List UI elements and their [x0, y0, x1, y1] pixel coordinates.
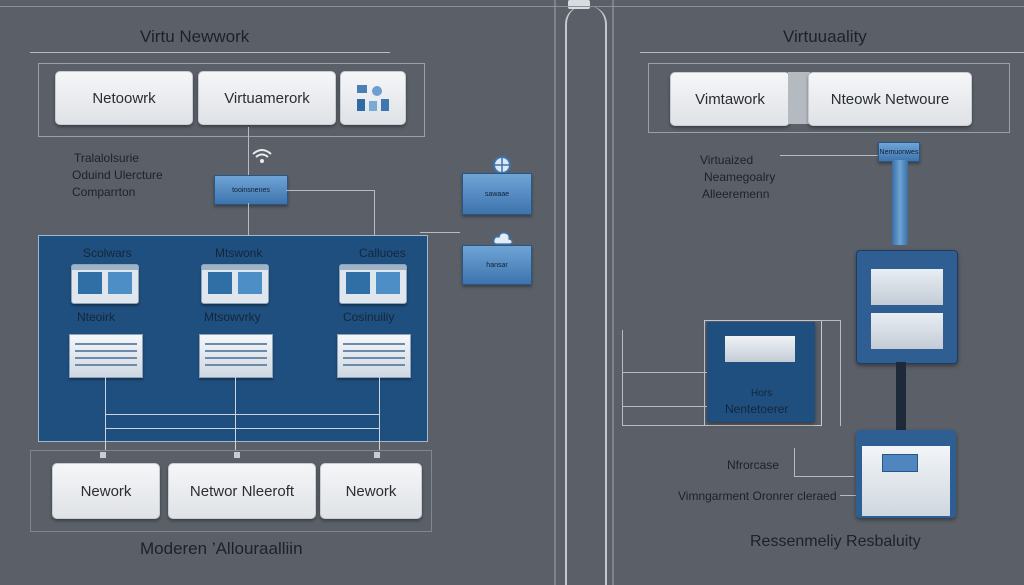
- panel-bus-2: [105, 428, 379, 429]
- workstation-3: [339, 264, 407, 304]
- server-node-2: hansar: [462, 245, 532, 285]
- server-cabinet: [856, 250, 958, 364]
- left-title: Virtu Newwork: [140, 27, 250, 46]
- top-rule: [0, 6, 1024, 7]
- storage-device: [856, 430, 956, 518]
- left-top-frame: [38, 63, 425, 137]
- node-label: hansar: [486, 261, 508, 269]
- bottom-box-3: Nework: [320, 463, 422, 519]
- network-panel: Scolwars Mtswonk Calluoes Nteoirk Mtsowv…: [38, 235, 428, 451]
- right-top-connector: [788, 72, 810, 124]
- server-rack-3: [337, 334, 411, 378]
- panel-label-3: Cosinuiliy: [343, 310, 395, 324]
- center-pipe: [565, 6, 607, 585]
- section-divider-right: [612, 0, 614, 585]
- chip-label: Nemuonwes: [879, 148, 919, 156]
- bottom-box-2: Networ Nleeroft: [168, 463, 316, 519]
- left-top-box-network: Netoowrk: [55, 71, 193, 125]
- panel-bus-1: [105, 414, 379, 415]
- server-rack-2: [199, 334, 273, 378]
- right-top-frame: [648, 63, 1010, 133]
- workstation-1: [71, 264, 139, 304]
- workstation-2: [201, 264, 269, 304]
- server-rack-1: [69, 334, 143, 378]
- storage-panel: [882, 454, 918, 472]
- right-label-a: Nfrorcase: [727, 458, 780, 472]
- host-small-label: Hors: [751, 388, 773, 399]
- host-link-3: [622, 425, 707, 426]
- right-top-box-label: Vimtawork: [695, 90, 765, 108]
- node-label: sawaae: [484, 190, 510, 198]
- panel-drop-3: [379, 376, 380, 451]
- left-bottom-frame: [30, 450, 432, 532]
- left-top-box-label: Virtuamerork: [224, 89, 310, 107]
- left-title-divider: [30, 52, 390, 53]
- hub-uplink: [248, 127, 249, 175]
- host-frame: [704, 320, 822, 426]
- left-side-label-2: Oduind Ulercture: [72, 168, 163, 182]
- panel-header-3: Calluoes: [359, 246, 406, 260]
- connector-dot-3: [374, 452, 380, 458]
- host-link-1: [622, 372, 707, 373]
- bottom-box-label: Nework: [345, 482, 397, 500]
- right-top-box-1: Vimtawork: [670, 72, 790, 126]
- left-top-box-virtual: Virtuamerork: [198, 71, 336, 125]
- panel-drop-2: [235, 376, 236, 451]
- storage-face: [862, 446, 950, 516]
- left-side-label-1: Tralalolsurie: [74, 151, 139, 165]
- connector-dot-2: [234, 452, 240, 458]
- devices-icon: [357, 85, 389, 111]
- host-label: Nentetoerer: [725, 402, 789, 416]
- right-top-box-label: Nteowk Netwoure: [830, 90, 950, 108]
- cabinet-unit-1: [871, 269, 943, 305]
- right-label-b: Vimngarment Oronrer cleraed: [678, 489, 837, 503]
- cabinet-stem: [896, 362, 906, 430]
- panel-link-right: [420, 232, 460, 233]
- pipe-cap: [568, 0, 590, 9]
- bottom-box-label: Nework: [80, 482, 132, 500]
- section-divider: [554, 0, 556, 585]
- panel-header-1: Scolwars: [83, 246, 132, 260]
- hub-label: tooinsnenes: [232, 186, 270, 194]
- label-a-drop: [794, 448, 795, 476]
- host-side-line: [622, 330, 623, 426]
- wifi-icon: [252, 149, 272, 163]
- panel-label-2: Mtsowvrky: [204, 310, 261, 324]
- left-side-label-3: Comparrton: [72, 185, 136, 199]
- cloud-icon: [493, 232, 513, 245]
- cabinet-unit-2: [871, 313, 943, 349]
- side-label-connector: [780, 155, 878, 156]
- hub-to-right-line: [286, 190, 374, 191]
- host-right-bracket: [840, 320, 841, 426]
- host-to-cabinet: [820, 320, 840, 321]
- label-a-connector: [794, 476, 854, 477]
- left-footer: Moderen ’Allouraalliin: [140, 539, 303, 558]
- panel-header-2: Mtswonk: [215, 246, 263, 260]
- right-side-label-2: Neamegoalry: [704, 170, 776, 184]
- right-network-chip: Nemuonwes: [878, 142, 920, 162]
- host-link-2: [622, 406, 707, 407]
- host-node: Hors Nentetoerer: [707, 322, 815, 422]
- left-top-icon-box: [340, 71, 406, 125]
- right-title-divider: [640, 52, 1024, 53]
- right-title: Virtuuaality: [783, 27, 867, 46]
- vertical-conduit: [892, 160, 908, 245]
- server-node-1: sawaae: [462, 173, 532, 215]
- panel-drop-1: [105, 376, 106, 451]
- right-side-label-1: Virtuaized: [700, 153, 754, 167]
- globe-icon: [493, 156, 511, 174]
- left-top-box-label: Netoowrk: [92, 89, 156, 107]
- bottom-box-label: Networ Nleeroft: [189, 482, 295, 500]
- host-screen: [725, 336, 795, 362]
- right-side-label-3: Alleeremenn: [702, 187, 770, 201]
- connector-dot-1: [100, 452, 106, 458]
- panel-label-1: Nteoirk: [77, 310, 116, 324]
- label-b-connector: [840, 495, 856, 496]
- right-footer: Ressenmeliy Resbaluity: [750, 533, 921, 550]
- network-hub: tooinsnenes: [214, 175, 288, 205]
- right-top-box-2: Nteowk Netwoure: [808, 72, 972, 126]
- bottom-box-1: Nework: [52, 463, 160, 519]
- hub-right-drop: [374, 190, 375, 235]
- hub-drop-line: [248, 203, 249, 235]
